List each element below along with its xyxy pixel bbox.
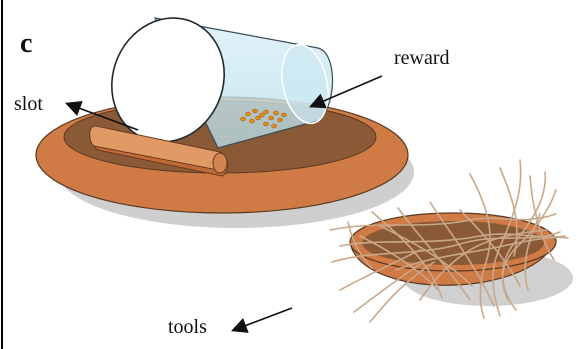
reward-pellet [263, 110, 268, 114]
slot-block-end [213, 153, 227, 173]
panel-letter: c [20, 28, 32, 59]
reward-pellet [277, 118, 282, 122]
reward-pellet [281, 113, 286, 117]
reward-pellet [255, 116, 260, 120]
reward-pellet [273, 111, 278, 115]
reward-pellet [271, 124, 276, 128]
arrow-tools [234, 308, 292, 330]
reward-pellet [249, 119, 254, 123]
reward-pellet [245, 112, 250, 116]
label-slot: slot [14, 93, 43, 115]
label-tools: tools [168, 316, 207, 338]
reward-pellet [240, 117, 245, 121]
label-reward: reward [394, 47, 450, 69]
reward-pellet [252, 109, 257, 113]
reward-pellet [268, 116, 273, 120]
reward-pellet [263, 122, 268, 126]
